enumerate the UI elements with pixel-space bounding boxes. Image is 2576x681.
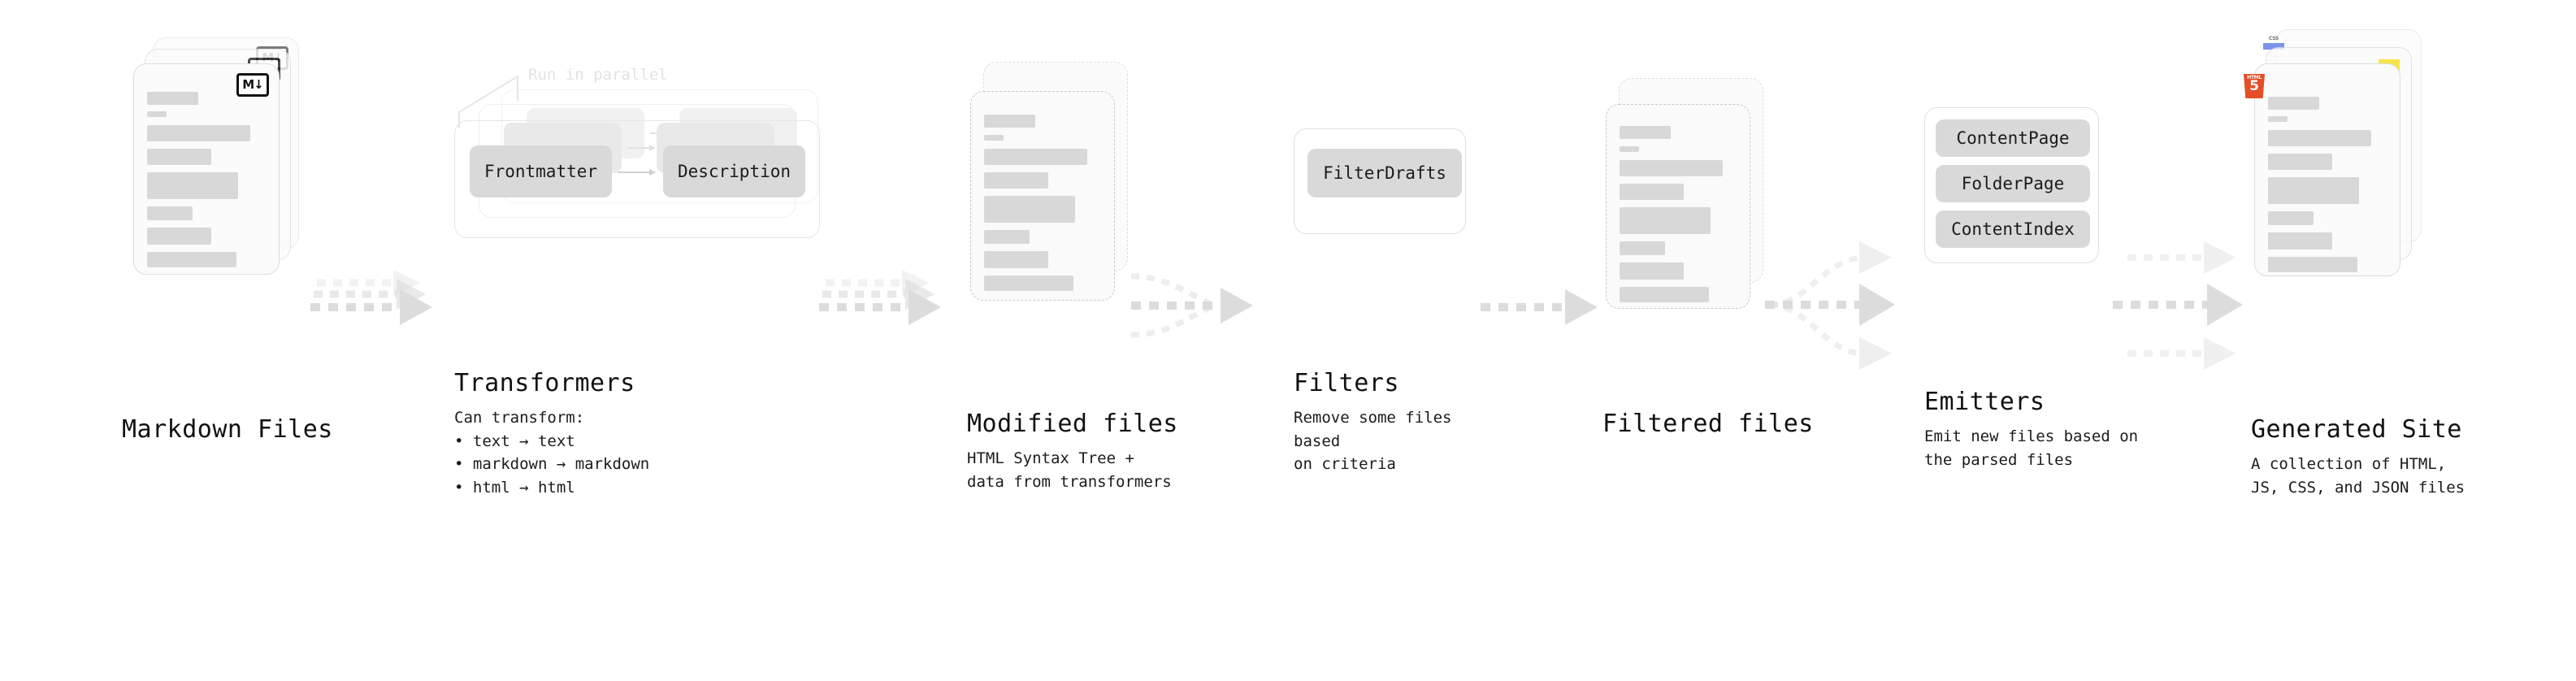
caption-markdown-files: Markdown Files [122, 416, 333, 453]
markdown-card-skeleton [134, 64, 279, 274]
stage-emitters: ContentPage FolderPage ContentIndex Emit… [1924, 0, 2152, 681]
caption-transformers: Transformers Can transform: • text → tex… [454, 370, 812, 499]
pill-contentindex[interactable]: ContentIndex [1936, 210, 2090, 248]
connector-emitters-to-site [2113, 232, 2267, 378]
connector-transformers-to-modified [819, 268, 949, 349]
stage-markdown-files: M↓ M↓ M↓ Markdown Files [122, 0, 333, 681]
modified-card-skeleton [971, 92, 1114, 300]
markdown-card-front: M↓ [133, 63, 280, 275]
stage-modified-files: Modified files HTML Syntax Tree + data f… [959, 0, 1186, 681]
html5-badge: HTML 5 [2244, 74, 2265, 98]
caption-filtered-files: Filtered files [1602, 410, 1830, 447]
caption-modified-files: Modified files HTML Syntax Tree + data f… [967, 410, 1195, 493]
stage-title-markdown-files: Markdown Files [122, 415, 333, 444]
stage-desc-emitters: Emit new files based on the parsed files [1924, 427, 2139, 469]
generated-card-skeleton [2255, 64, 2400, 275]
stage-title-generated-site: Generated Site [2251, 415, 2462, 444]
connector-modified-to-filters [1130, 258, 1284, 356]
css-badge-label: CSS [2268, 36, 2279, 41]
html5-badge-number: 5 [2249, 78, 2259, 94]
filtered-card-front [1606, 104, 1750, 309]
html5-badge-label: HTML [2247, 75, 2262, 80]
stage-desc-modified-files: HTML Syntax Tree + data from transformer… [967, 449, 1172, 491]
pill-contentpage[interactable]: ContentPage [1936, 119, 2090, 157]
modified-card-front [970, 91, 1115, 301]
generated-card-front: HTML 5 [2244, 63, 2400, 276]
transformer-board-front: Frontmatter Description [454, 120, 820, 238]
pill-folderpage[interactable]: FolderPage [1936, 165, 2090, 202]
filters-box: FilterDrafts [1294, 128, 1466, 234]
caption-emitters: Emitters Emit new files based on the par… [1924, 388, 2168, 471]
run-in-parallel-leader [454, 65, 617, 130]
stage-transformers: Run in parallel Frontmatter Description … [443, 0, 841, 681]
markdown-badge-front: M↓ [236, 73, 269, 97]
stage-title-modified-files: Modified files [967, 410, 1178, 438]
pill-filterdrafts[interactable]: FilterDrafts [1308, 149, 1462, 197]
connector-filtered-to-emitters [1765, 232, 1928, 378]
stage-desc-filters: Remove some files based on criteria [1294, 409, 1452, 473]
run-in-parallel-label: Run in parallel [528, 66, 668, 84]
stage-desc-generated-site: A collection of HTML, JS, CSS, and JSON … [2251, 455, 2465, 497]
stage-title-emitters: Emitters [1924, 388, 2045, 416]
connector-filters-to-filtered [1481, 287, 1602, 336]
stage-title-transformers: Transformers [454, 369, 635, 397]
css-badge: CSS [2263, 36, 2284, 50]
pill-frontmatter[interactable]: Frontmatter [470, 145, 612, 197]
filtered-card-skeleton [1607, 105, 1750, 308]
connector-md-to-transformers [310, 268, 440, 349]
caption-generated-site: Generated Site A collection of HTML, JS,… [2251, 416, 2495, 499]
emitters-box-real: ContentPage FolderPage ContentIndex [1924, 107, 2099, 263]
stage-title-filters: Filters [1294, 369, 1399, 397]
stage-filters: FilterDrafts Filters Remove some files b… [1282, 0, 1485, 681]
stage-desc-transformers: Can transform: • text → text • markdown … [454, 409, 650, 497]
stage-filtered-files: Filtered files [1593, 0, 1813, 681]
caption-filters: Filters Remove some files based on crite… [1294, 370, 1497, 476]
stage-title-filtered-files: Filtered files [1602, 410, 1814, 438]
pill-description[interactable]: Description [663, 145, 805, 197]
stage-generated-site: CSS HTML 5 Generated Site [2243, 0, 2487, 681]
